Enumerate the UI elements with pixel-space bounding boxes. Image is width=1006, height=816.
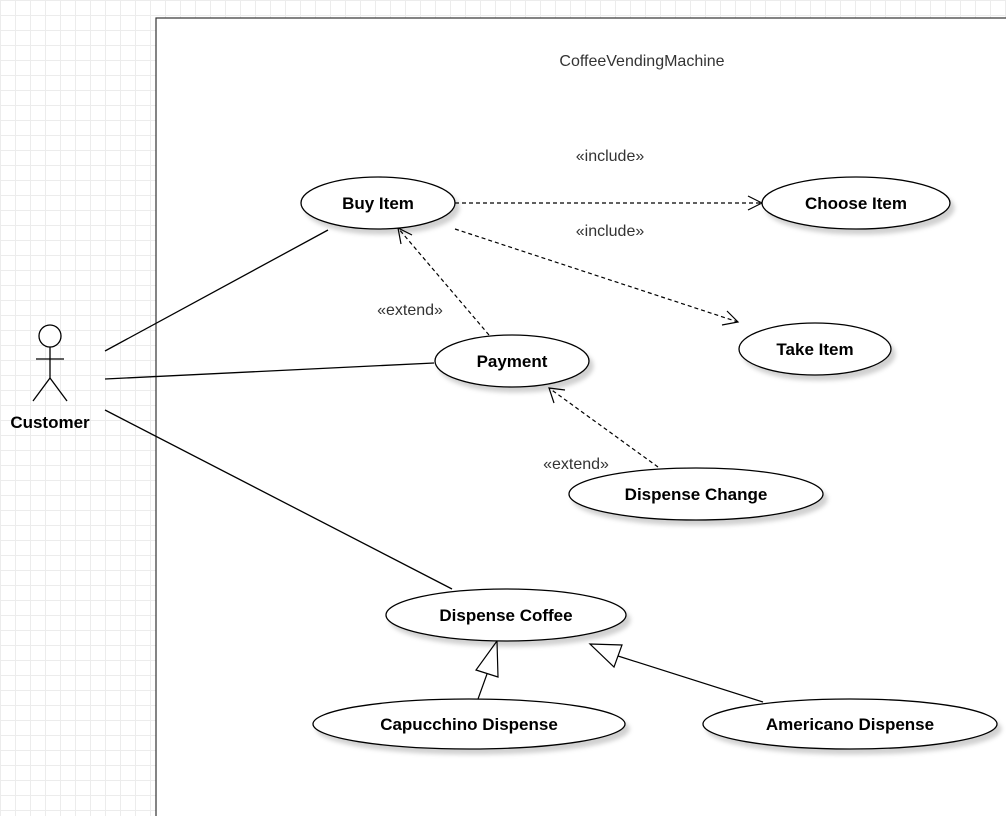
use-case-label: Choose Item [805,194,907,213]
use-case-buy-item[interactable]: Buy Item [300,176,456,230]
use-case-take-item[interactable]: Take Item [738,322,892,376]
system-title: CoffeeVendingMachine [559,53,724,70]
extend-label-payment: «extend» [377,302,443,319]
generalization-capucchino[interactable] [475,639,499,700]
use-case-choose-item[interactable]: Choose Item [761,176,951,230]
system-boundary[interactable] [155,17,1006,816]
association-customer-dispense-coffee[interactable] [104,409,453,590]
use-case-label: Payment [477,352,548,371]
use-case-americano-dispense[interactable]: Americano Dispense [702,698,998,750]
include-buy-item-take-item[interactable] [454,228,740,326]
use-case-dispense-change[interactable]: Dispense Change [568,467,824,521]
use-case-label: Dispense Change [625,485,768,504]
association-customer-payment[interactable] [104,362,435,380]
extend-dispense-change-payment[interactable] [548,387,659,468]
use-case-label: Dispense Coffee [439,606,572,625]
include-label-choose-item: «include» [576,148,645,165]
use-case-payment[interactable]: Payment [434,334,590,388]
use-case-label: Capucchino Dispense [380,715,558,734]
extend-label-dispense-change: «extend» [543,456,609,473]
use-case-capucchino-dispense[interactable]: Capucchino Dispense [312,698,626,750]
use-case-label: Buy Item [342,194,414,213]
actor-customer[interactable] [32,324,68,402]
use-case-label: Take Item [776,340,853,359]
generalization-americano[interactable] [588,643,764,703]
include-label-take-item: «include» [576,223,645,240]
use-case-dispense-coffee[interactable]: Dispense Coffee [385,588,627,642]
actor-head-icon [38,324,62,348]
association-customer-buy-item[interactable] [104,229,329,352]
use-case-label: Americano Dispense [766,715,934,734]
actor-label: Customer [10,413,90,432]
